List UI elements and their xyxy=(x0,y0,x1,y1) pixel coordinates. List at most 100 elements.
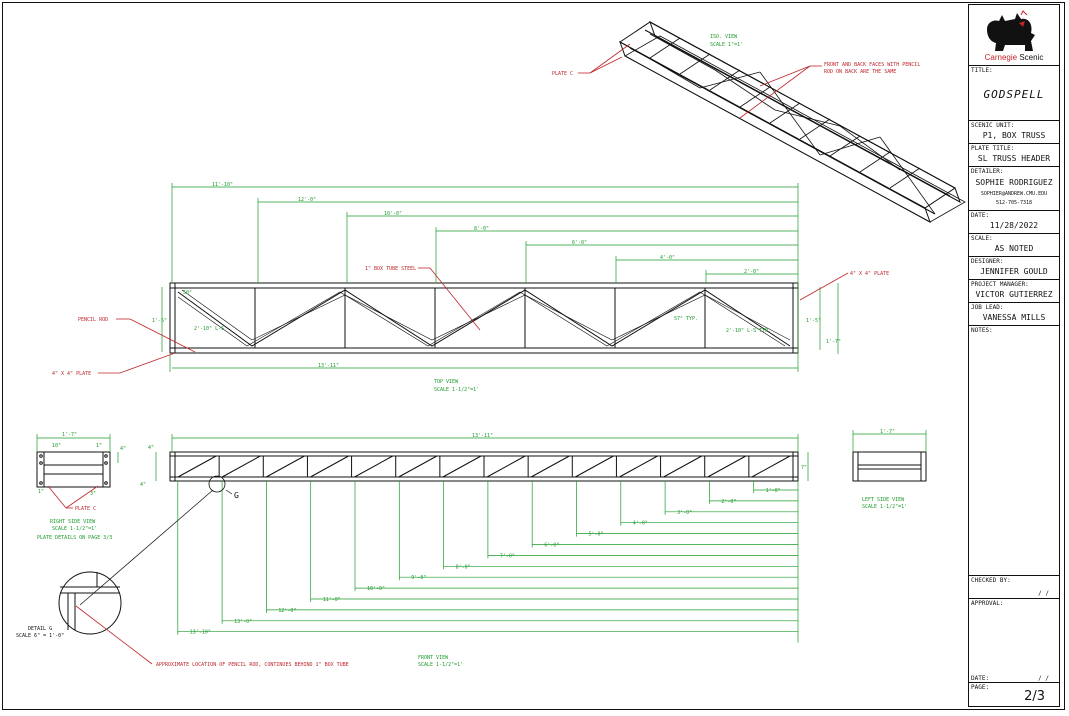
scenic-unit-cell: SCENIC UNIT: P1, BOX TRUSS xyxy=(969,121,1059,144)
fv-diagonal xyxy=(442,455,482,478)
top-view-truss xyxy=(169,282,799,354)
fv-diagonal xyxy=(707,455,747,478)
top-dim-overall: 13'-11" xyxy=(318,363,339,369)
iso-faces-note-1: FRONT AND BACK FACES WITH PENCIL xyxy=(824,62,920,68)
iso-plate-leader xyxy=(578,43,822,119)
page-cell: PAGE: 2/3 xyxy=(969,683,1059,706)
title-block: Carnegie Scenic TITLE: GODSPELL SCENIC U… xyxy=(968,4,1060,707)
job-lead-cell: JOB LEAD: VANESSA MILLS xyxy=(969,303,1059,326)
plate-title-value: SL TRUSS HEADER xyxy=(977,154,1051,163)
fv-dim-label: 9'-0" xyxy=(411,575,426,581)
top-dim-6: 4'-0" xyxy=(660,255,675,261)
fv-dim-label: 5'-0" xyxy=(589,532,604,538)
fv-dim-label: 11'-0" xyxy=(323,597,341,603)
detail-g-callout: G xyxy=(234,491,239,500)
approval-date-label: DATE: xyxy=(971,675,990,682)
plate-callout-right: 4" X 4" PLATE xyxy=(850,271,889,277)
detailer-phone: 512-705-7318 xyxy=(995,200,1033,206)
box-tube-callout: 1" BOX TUBE STEEL xyxy=(365,266,416,272)
top-dim-3: 10'-0" xyxy=(384,211,402,217)
approval-cell: APPROVAL: DATE: / / xyxy=(969,599,1059,683)
date-cell: DATE: 11/28/2022 xyxy=(969,211,1059,234)
top-dim-7: 2'-0" xyxy=(744,269,759,275)
fv-dim-label: 10'-0" xyxy=(367,586,385,592)
fv-dim-label: 1'-0" xyxy=(766,488,781,494)
iso-faces-note-2: ROD ON BACK ARE THE SAME xyxy=(824,69,896,75)
date-label: DATE: xyxy=(971,212,990,219)
fv-h-left2: 4" xyxy=(140,482,146,488)
detailer-label: DETAILER: xyxy=(971,168,1004,175)
top-view-scale: SCALE 1-1/2"=1' xyxy=(434,387,479,393)
fv-height: 7" xyxy=(801,465,807,471)
top-view-title: TOP VIEW xyxy=(434,379,459,385)
iso-view xyxy=(619,20,966,224)
fv-diagonal xyxy=(354,455,393,478)
lsv-dims xyxy=(852,430,927,452)
rsv-d1: 1" xyxy=(96,443,102,449)
notes-label: NOTES: xyxy=(971,327,993,334)
job-lead-label: JOB LEAD: xyxy=(971,304,1004,311)
top-view-dimensions xyxy=(161,183,839,372)
fv-diagonal xyxy=(310,455,349,478)
fv-diagonal xyxy=(530,455,570,478)
iso-view-scale: SCALE 1"=1' xyxy=(710,42,743,48)
fv-diagonal xyxy=(751,455,791,478)
project-manager-cell: PROJECT MANAGER: VICTOR GUTIERREZ xyxy=(969,280,1059,303)
rsv-d5: 3" xyxy=(90,491,96,497)
approval-label: APPROVAL: xyxy=(971,600,1004,607)
notes-cell: NOTES: xyxy=(969,326,1059,576)
rsv-d3: 4" xyxy=(120,446,126,452)
top-right-height-2: 1'-7" xyxy=(826,339,841,345)
scale-label: SCALE: xyxy=(971,235,993,242)
front-view-dim-lines xyxy=(177,481,799,643)
fv-overall: 13'-11" xyxy=(472,433,493,439)
company-logo-cell: Carnegie Scenic xyxy=(969,5,1059,66)
iso-view-title: ISO. VIEW xyxy=(710,34,738,40)
fv-dim-label: 6'-0" xyxy=(544,543,559,549)
fv-dim-label: 7'-0" xyxy=(500,553,515,559)
scenic-unit-label: SCENIC UNIT: xyxy=(971,122,1015,129)
top-left-height: 1'-5" xyxy=(152,318,167,324)
date-value: 11/28/2022 xyxy=(989,221,1039,230)
fv-dim-label: 8'-0" xyxy=(456,564,471,570)
fv-diagonal xyxy=(177,455,217,478)
right-side-view xyxy=(36,451,111,488)
top-dim-5: 6'-0" xyxy=(572,240,587,246)
fv-dim-label: 13'-0" xyxy=(234,619,252,625)
front-view-dims xyxy=(155,434,809,481)
detailer-email: SOPHIER@ANDREW.CMU.EDU xyxy=(980,191,1048,197)
detail-g-title: DETAIL G xyxy=(28,626,52,632)
detail-g-scale: SCALE 6" = 1'-0" xyxy=(16,633,64,639)
page-label: PAGE: xyxy=(971,684,990,691)
top-inner-left: 2'-10" L-S xyxy=(194,326,224,332)
detail-g-marker xyxy=(208,475,226,493)
title-cell: TITLE: GODSPELL xyxy=(969,66,1059,121)
plate-callout-left: 4" X 4" PLATE xyxy=(52,371,91,377)
fv-diagonal xyxy=(221,455,261,478)
plate-title-label: PLATE TITLE: xyxy=(971,145,1015,152)
fv-diagonal xyxy=(398,455,438,478)
designer-label: DESIGNER: xyxy=(971,258,1004,265)
approval-date: / / xyxy=(1038,675,1049,682)
fv-dim-label: 12'-0" xyxy=(278,608,296,614)
fv-h-left: 4" xyxy=(148,445,154,451)
detail-g xyxy=(58,489,214,635)
job-lead-value: VANESSA MILLS xyxy=(982,313,1046,322)
fv-title: FRONT VIEW xyxy=(418,655,449,661)
top-dim-1: 11'-10" xyxy=(212,182,233,188)
detailer-cell: DETAILER: SOPHIE RODRIGUEZ SOPHIER@ANDRE… xyxy=(969,167,1059,211)
pencil-rod-note: APPROXIMATE LOCATION OF PENCIL ROD, CONT… xyxy=(156,662,349,668)
scottie-dog-logo-icon xyxy=(987,10,1035,51)
top-angle-typ: 57° TYP. xyxy=(674,316,698,322)
checked-by-cell: CHECKED BY: / / xyxy=(969,576,1059,599)
fv-dim-label: 13'-10" xyxy=(190,630,211,636)
rsv-title: RIGHT SIDE VIEW xyxy=(50,519,96,525)
rsv-note: PLATE DETAILS ON PAGE 3/3 xyxy=(37,535,112,541)
lsv-width: 1'-7" xyxy=(880,429,895,435)
fv-dim-label: 4'-0" xyxy=(633,521,648,527)
front-view-bays xyxy=(177,455,791,478)
scale-cell: SCALE: AS NOTED xyxy=(969,234,1059,257)
rsv-d2: 1" xyxy=(38,489,44,495)
